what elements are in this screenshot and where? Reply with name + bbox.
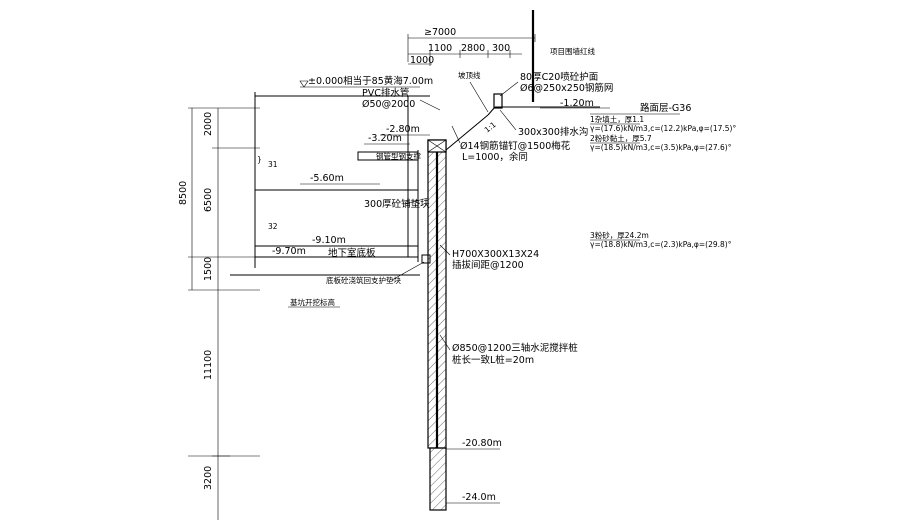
pvc-note: PVC排水管 Ø50@2000: [362, 87, 441, 111]
drainage-ditch: [493, 93, 503, 109]
capping-label: 300厚砼铺垫块: [364, 198, 430, 210]
level-l1: -2.80m: [386, 124, 420, 135]
hbeam-spacing-label: 插拔间距@1200: [452, 259, 524, 271]
anchor-label: Ø14钢筋锚钉@1500梅花: [460, 140, 571, 152]
soil-parameters: 路面层-G36 1杂填土，厚1.1 γ=(17.6)kN/m3,c=(12.2)…: [590, 102, 736, 249]
road-label: 路面层-G36: [640, 102, 691, 114]
dim-seg-3: 300: [492, 43, 510, 54]
hbeam-label: H700X300X13X24: [452, 249, 539, 260]
level-l2: -3.20m: [368, 133, 402, 144]
soil-2-title: 2粉砂黏土，厚5.7: [590, 133, 652, 143]
level-ground: ±0.000相当于85黄海7.00m: [308, 75, 433, 87]
anchor-len-label: L=1000，余同: [462, 151, 528, 163]
smw-label: Ø850@1200三轴水泥搅拌桩: [452, 342, 578, 354]
slope-ratio: 1:1: [483, 120, 498, 135]
pvc-label: PVC排水管: [362, 87, 409, 99]
fence-label: 项目围墙红线: [550, 46, 595, 56]
slope-mark-label: 坡顶线: [458, 70, 481, 80]
dim-seg-2: 2800: [461, 43, 485, 54]
slope-profile: 1:1 80厚C20喷砼护面 Ø6@250x250钢筋网 坡顶线 300x300…: [445, 70, 613, 163]
pvc-spec-label: Ø50@2000: [362, 99, 415, 110]
pile-notes: 300厚砼铺垫块 H700X300X13X24 插拔间距@1200 地下室底板 …: [288, 197, 578, 366]
ditch-label: 300x300排水沟: [518, 126, 588, 138]
dim-left-total: 8500: [178, 181, 189, 205]
pit-bottom-label: 基坑开挖标高: [290, 297, 335, 307]
c20-label: 80厚C20喷砼护面: [520, 71, 598, 83]
mesh-label: Ø6@250x250钢筋网: [520, 82, 613, 94]
dim-left-5: 3200: [203, 466, 214, 490]
dim-seg-1: 1100: [428, 43, 452, 54]
level-l4: -9.10m: [312, 235, 346, 246]
dim-left-3: 1500: [203, 257, 214, 281]
smw-len-label: 桩长一致L桩=20m: [452, 354, 534, 366]
soil-3-params: γ=(18.8)kN/m3,c=(2.3)kPa,φ=(29.8)°: [590, 240, 732, 249]
dim-left-1: 2000: [203, 112, 214, 136]
retaining-wall: [421, 139, 447, 511]
soil-1-title: 1杂填土，厚1.1: [590, 114, 644, 124]
dim-left-4: 11100: [203, 350, 214, 380]
smw-pile-lower: [429, 447, 447, 511]
level-bottom: -24.0m: [462, 492, 496, 503]
soil-1-params: γ=(17.6)kN/m3,c=(12.2)kPa,φ=(17.5)°: [590, 124, 736, 133]
dim-small: 1000: [410, 55, 434, 66]
strut-label: 钢管型钢支撑: [376, 151, 421, 161]
basement-floor-label: 地下室底板: [328, 247, 376, 259]
floor-31: 31: [268, 160, 278, 169]
soil-3-title: 3粉砂，厚24.2m: [590, 230, 649, 240]
top-dimension-chain: ≥7000 1100 2800 300 1000: [407, 27, 536, 66]
level-toe: -20.80m: [462, 438, 502, 449]
level-l5: -9.70m: [272, 246, 306, 257]
level-slope-top: -1.20m: [560, 98, 594, 109]
svg-text:}: }: [257, 155, 262, 164]
level-markers: ±0.000相当于85黄海7.00m -2.80m -3.20m -5.60m …: [262, 75, 610, 504]
bottom-pad-label: 底板砼浇筑回支护垫块: [326, 275, 401, 285]
soil-2-params: γ=(18.5)kN/m3,c=(3.5)kPa,φ=(27.6)°: [590, 143, 732, 152]
floor-32: 32: [268, 222, 278, 231]
strut: 钢管型钢支撑: [357, 151, 421, 161]
dim-left-2: 6500: [203, 188, 214, 212]
dim-overall: ≥7000: [424, 27, 456, 38]
level-l3: -5.60m: [310, 173, 344, 184]
left-dimension-chain: 2000 6500 1500 11100 3200 8500: [178, 107, 260, 520]
